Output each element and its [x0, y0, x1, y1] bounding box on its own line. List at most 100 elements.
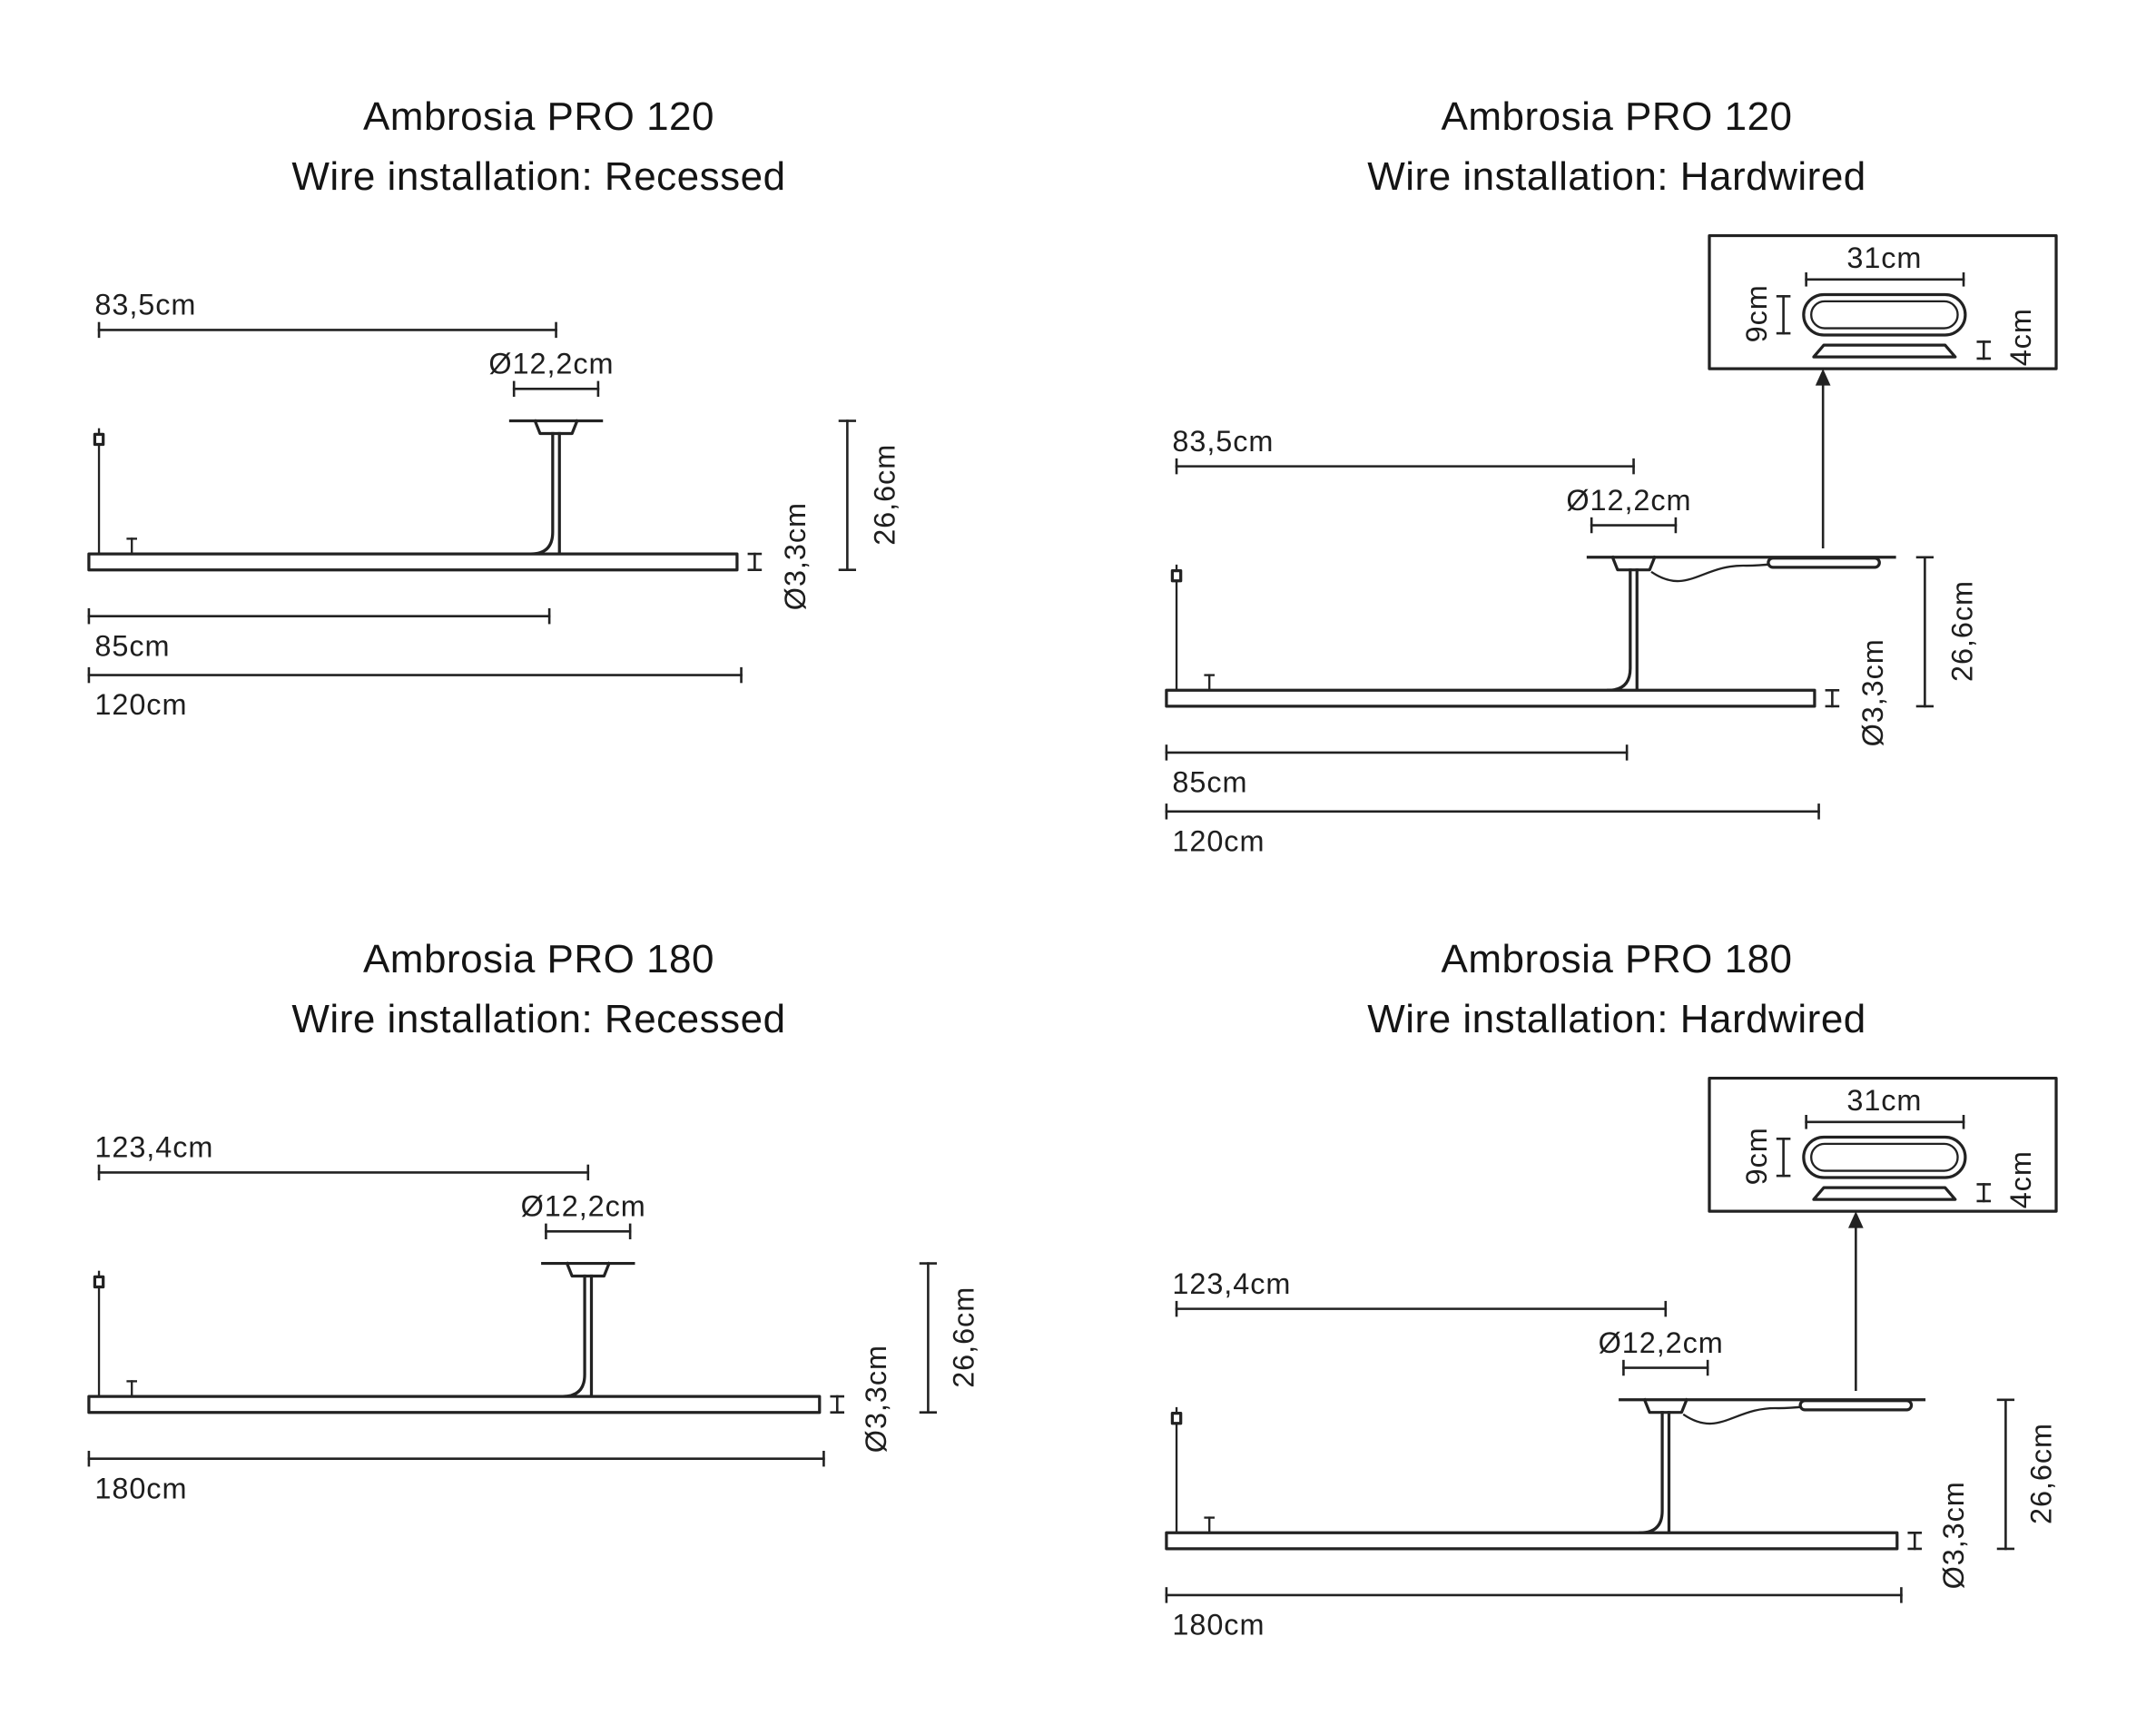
panel-pro-180-recessed: Ambrosia PRO 180 Wire installation: Rece…: [0, 890, 1078, 1725]
panel-title: Ambrosia PRO 120: [1441, 94, 1793, 139]
panel-header: Ambrosia PRO 120 Wire installation: Hard…: [1367, 87, 1866, 207]
dimension-drawing: 31cm 9cm: [1165, 1076, 2058, 1641]
canopy-side-view: [1812, 343, 1957, 359]
panel-subtitle: Wire installation: Hardwired: [1367, 997, 1866, 1041]
inset-label-depth: 9cm: [1740, 284, 1773, 342]
recessed-canopy: [540, 1261, 635, 1278]
dim-label-canopy-diameter: Ø12,2cm: [520, 1190, 645, 1223]
dim-label-tube-diameter: Ø3,3cm: [860, 1345, 892, 1453]
recessed-canopy: [508, 419, 603, 436]
dim-label-canopy-diameter: Ø12,2cm: [488, 348, 614, 380]
stem-cap: [1610, 555, 1657, 572]
dim-label-drop-height: 26,6cm: [2024, 1423, 2057, 1524]
surface-canopy: [1767, 557, 1881, 569]
dimension-drawing: 83,5cm Ø12,2cm: [86, 289, 901, 721]
hardwire-canopy-inset: 31cm 9cm: [1708, 1076, 2058, 1213]
panel-subtitle: Wire installation: Recessed: [291, 997, 786, 1041]
dim-label-body-length: 85cm: [1172, 765, 1247, 798]
dim-label-drop-height: 26,6cm: [868, 444, 901, 546]
fixture-bar: [86, 552, 739, 572]
panel-header: Ambrosia PRO 120 Wire installation: Rece…: [291, 87, 785, 207]
fixture-bar: [86, 1395, 821, 1414]
panel-subtitle: Wire installation: Recessed: [291, 154, 786, 199]
dim-label-tube-diameter: Ø3,3cm: [779, 502, 812, 610]
dim-label-drop-height: 26,6cm: [1945, 580, 1978, 682]
stem-tube: [1607, 568, 1639, 692]
dim-total-length: 180cm: [1165, 1587, 1903, 1641]
stem-tube: [1639, 1411, 1671, 1534]
dim-canopy-diameter: Ø12,2cm: [1599, 1326, 1724, 1376]
inset-dim-width: 31cm: [1805, 1084, 1965, 1129]
suspension-wire: [93, 1270, 137, 1398]
canopy-top-view: [1802, 292, 1967, 337]
dim-label-total-length: 120cm: [1172, 824, 1265, 857]
dim-body-length: 85cm: [87, 607, 550, 662]
dim-label-drop-height: 26,6cm: [947, 1286, 980, 1388]
stem-cap: [1642, 1397, 1689, 1414]
dim-tube-diameter: Ø3,3cm: [1907, 1481, 1970, 1589]
dim-total-length: 120cm: [87, 666, 743, 721]
dim-drop-height: 26,6cm: [1996, 1398, 2057, 1551]
dim-canopy-diameter: Ø12,2cm: [488, 348, 614, 398]
dim-drop-height: 26,6cm: [838, 419, 901, 571]
panel-pro-120-hardwired: Ambrosia PRO 120 Wire installation: Hard…: [1078, 0, 2156, 890]
dim-canopy-diameter: Ø12,2cm: [1566, 484, 1691, 534]
inset-dim-depth: 9cm: [1740, 284, 1791, 342]
dim-label-canopy-diameter: Ø12,2cm: [1599, 1326, 1724, 1359]
dim-label-total-length: 180cm: [94, 1472, 187, 1504]
arrow-up: [1847, 1211, 1864, 1391]
canopy-side-view: [1812, 1186, 1957, 1201]
suspension-wire: [1170, 1406, 1216, 1534]
inset-label-thickness: 4cm: [2004, 308, 2037, 366]
arrow-up: [1815, 369, 1831, 548]
dim-drop-height: 26,6cm: [919, 1262, 980, 1414]
dim-top-offset: 123,4cm: [94, 1131, 589, 1181]
panel-pro-180-hardwired: Ambrosia PRO 180 Wire installation: Hard…: [1078, 890, 2156, 1725]
canopy-top-view: [1802, 1135, 1967, 1179]
dim-tube-diameter: Ø3,3cm: [1825, 638, 1889, 746]
panel-header: Ambrosia PRO 180 Wire installation: Hard…: [1367, 930, 1866, 1050]
hardwire-cord: [1682, 1405, 1807, 1425]
dim-label-tube-diameter: Ø3,3cm: [1856, 638, 1889, 746]
inset-dim-depth: 9cm: [1740, 1127, 1791, 1185]
dim-label-top-offset: 123,4cm: [94, 1131, 213, 1164]
panel-subtitle: Wire installation: Hardwired: [1367, 154, 1866, 199]
dim-label-canopy-diameter: Ø12,2cm: [1566, 484, 1691, 517]
dim-top-offset: 83,5cm: [1172, 425, 1635, 475]
dim-label-top-offset: 123,4cm: [1172, 1267, 1291, 1300]
suspension-wire: [1170, 564, 1216, 692]
dim-label-body-length: 85cm: [94, 629, 170, 662]
panel-title: Ambrosia PRO 180: [1441, 937, 1793, 981]
panel-title: Ambrosia PRO 180: [362, 937, 715, 981]
dim-body-length: 85cm: [1165, 744, 1629, 798]
dim-tube-diameter: Ø3,3cm: [829, 1345, 892, 1453]
dim-canopy-diameter: Ø12,2cm: [520, 1190, 645, 1240]
panel-pro-120-recessed: Ambrosia PRO 120 Wire installation: Rece…: [0, 0, 1078, 890]
dim-total-length: 180cm: [87, 1450, 825, 1504]
dim-drop-height: 26,6cm: [1915, 556, 1978, 708]
inset-label-thickness: 4cm: [2004, 1150, 2037, 1208]
panel-title: Ambrosia PRO 120: [362, 94, 715, 139]
hardwire-cord: [1650, 562, 1775, 583]
inset-label-depth: 9cm: [1740, 1127, 1773, 1185]
dim-label-tube-diameter: Ø3,3cm: [1937, 1481, 1970, 1589]
inset-label-width: 31cm: [1846, 1084, 1922, 1117]
hardwire-canopy-inset: 31cm 9cm: [1708, 233, 2058, 370]
dim-total-length: 120cm: [1165, 803, 1820, 857]
stem-tube: [560, 1274, 593, 1398]
fixture-bar: [1165, 1531, 1899, 1551]
dim-top-offset: 123,4cm: [1172, 1267, 1668, 1317]
dim-top-offset: 83,5cm: [94, 289, 557, 339]
dim-label-total-length: 180cm: [1172, 1608, 1265, 1641]
dim-tube-diameter: Ø3,3cm: [747, 502, 812, 610]
surface-canopy: [1798, 1399, 1914, 1412]
fixture-bar: [1165, 688, 1816, 708]
dimension-drawing: 31cm 9cm: [1165, 233, 2058, 857]
suspension-wire: [93, 428, 137, 556]
inset-dim-thickness: 4cm: [1976, 1150, 2037, 1208]
dim-label-top-offset: 83,5cm: [1172, 425, 1274, 458]
panel-header: Ambrosia PRO 180 Wire installation: Rece…: [291, 930, 785, 1050]
dim-label-top-offset: 83,5cm: [94, 289, 196, 321]
dim-label-total-length: 120cm: [94, 688, 187, 721]
